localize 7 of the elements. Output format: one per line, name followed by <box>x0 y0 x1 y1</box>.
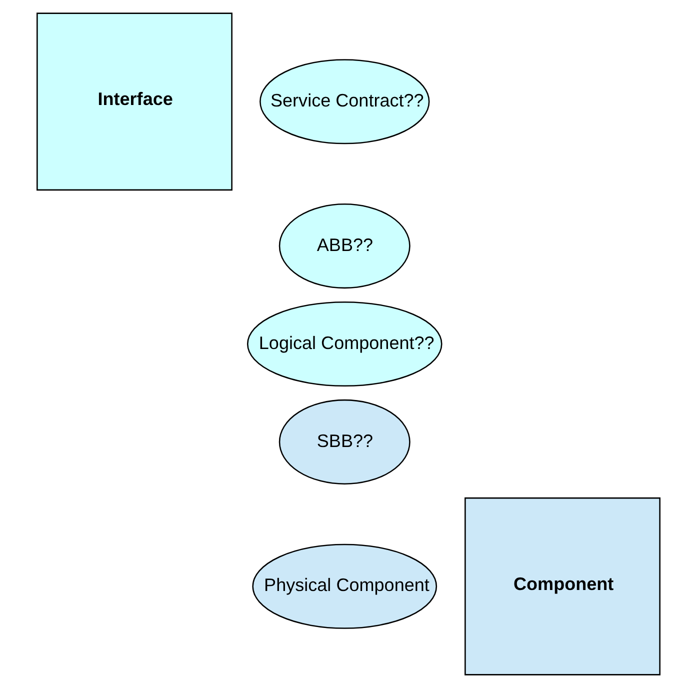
node-ellipse: Physical Component <box>252 544 438 629</box>
node-box: Interface <box>36 12 232 191</box>
node-ellipse: SBB?? <box>278 399 410 485</box>
node-ellipse: Service Contract?? <box>260 59 430 144</box>
node-ellipse: ABB?? <box>278 203 410 289</box>
node-ellipse: Logical Component?? <box>246 301 442 387</box>
node-box: Component <box>464 497 660 676</box>
